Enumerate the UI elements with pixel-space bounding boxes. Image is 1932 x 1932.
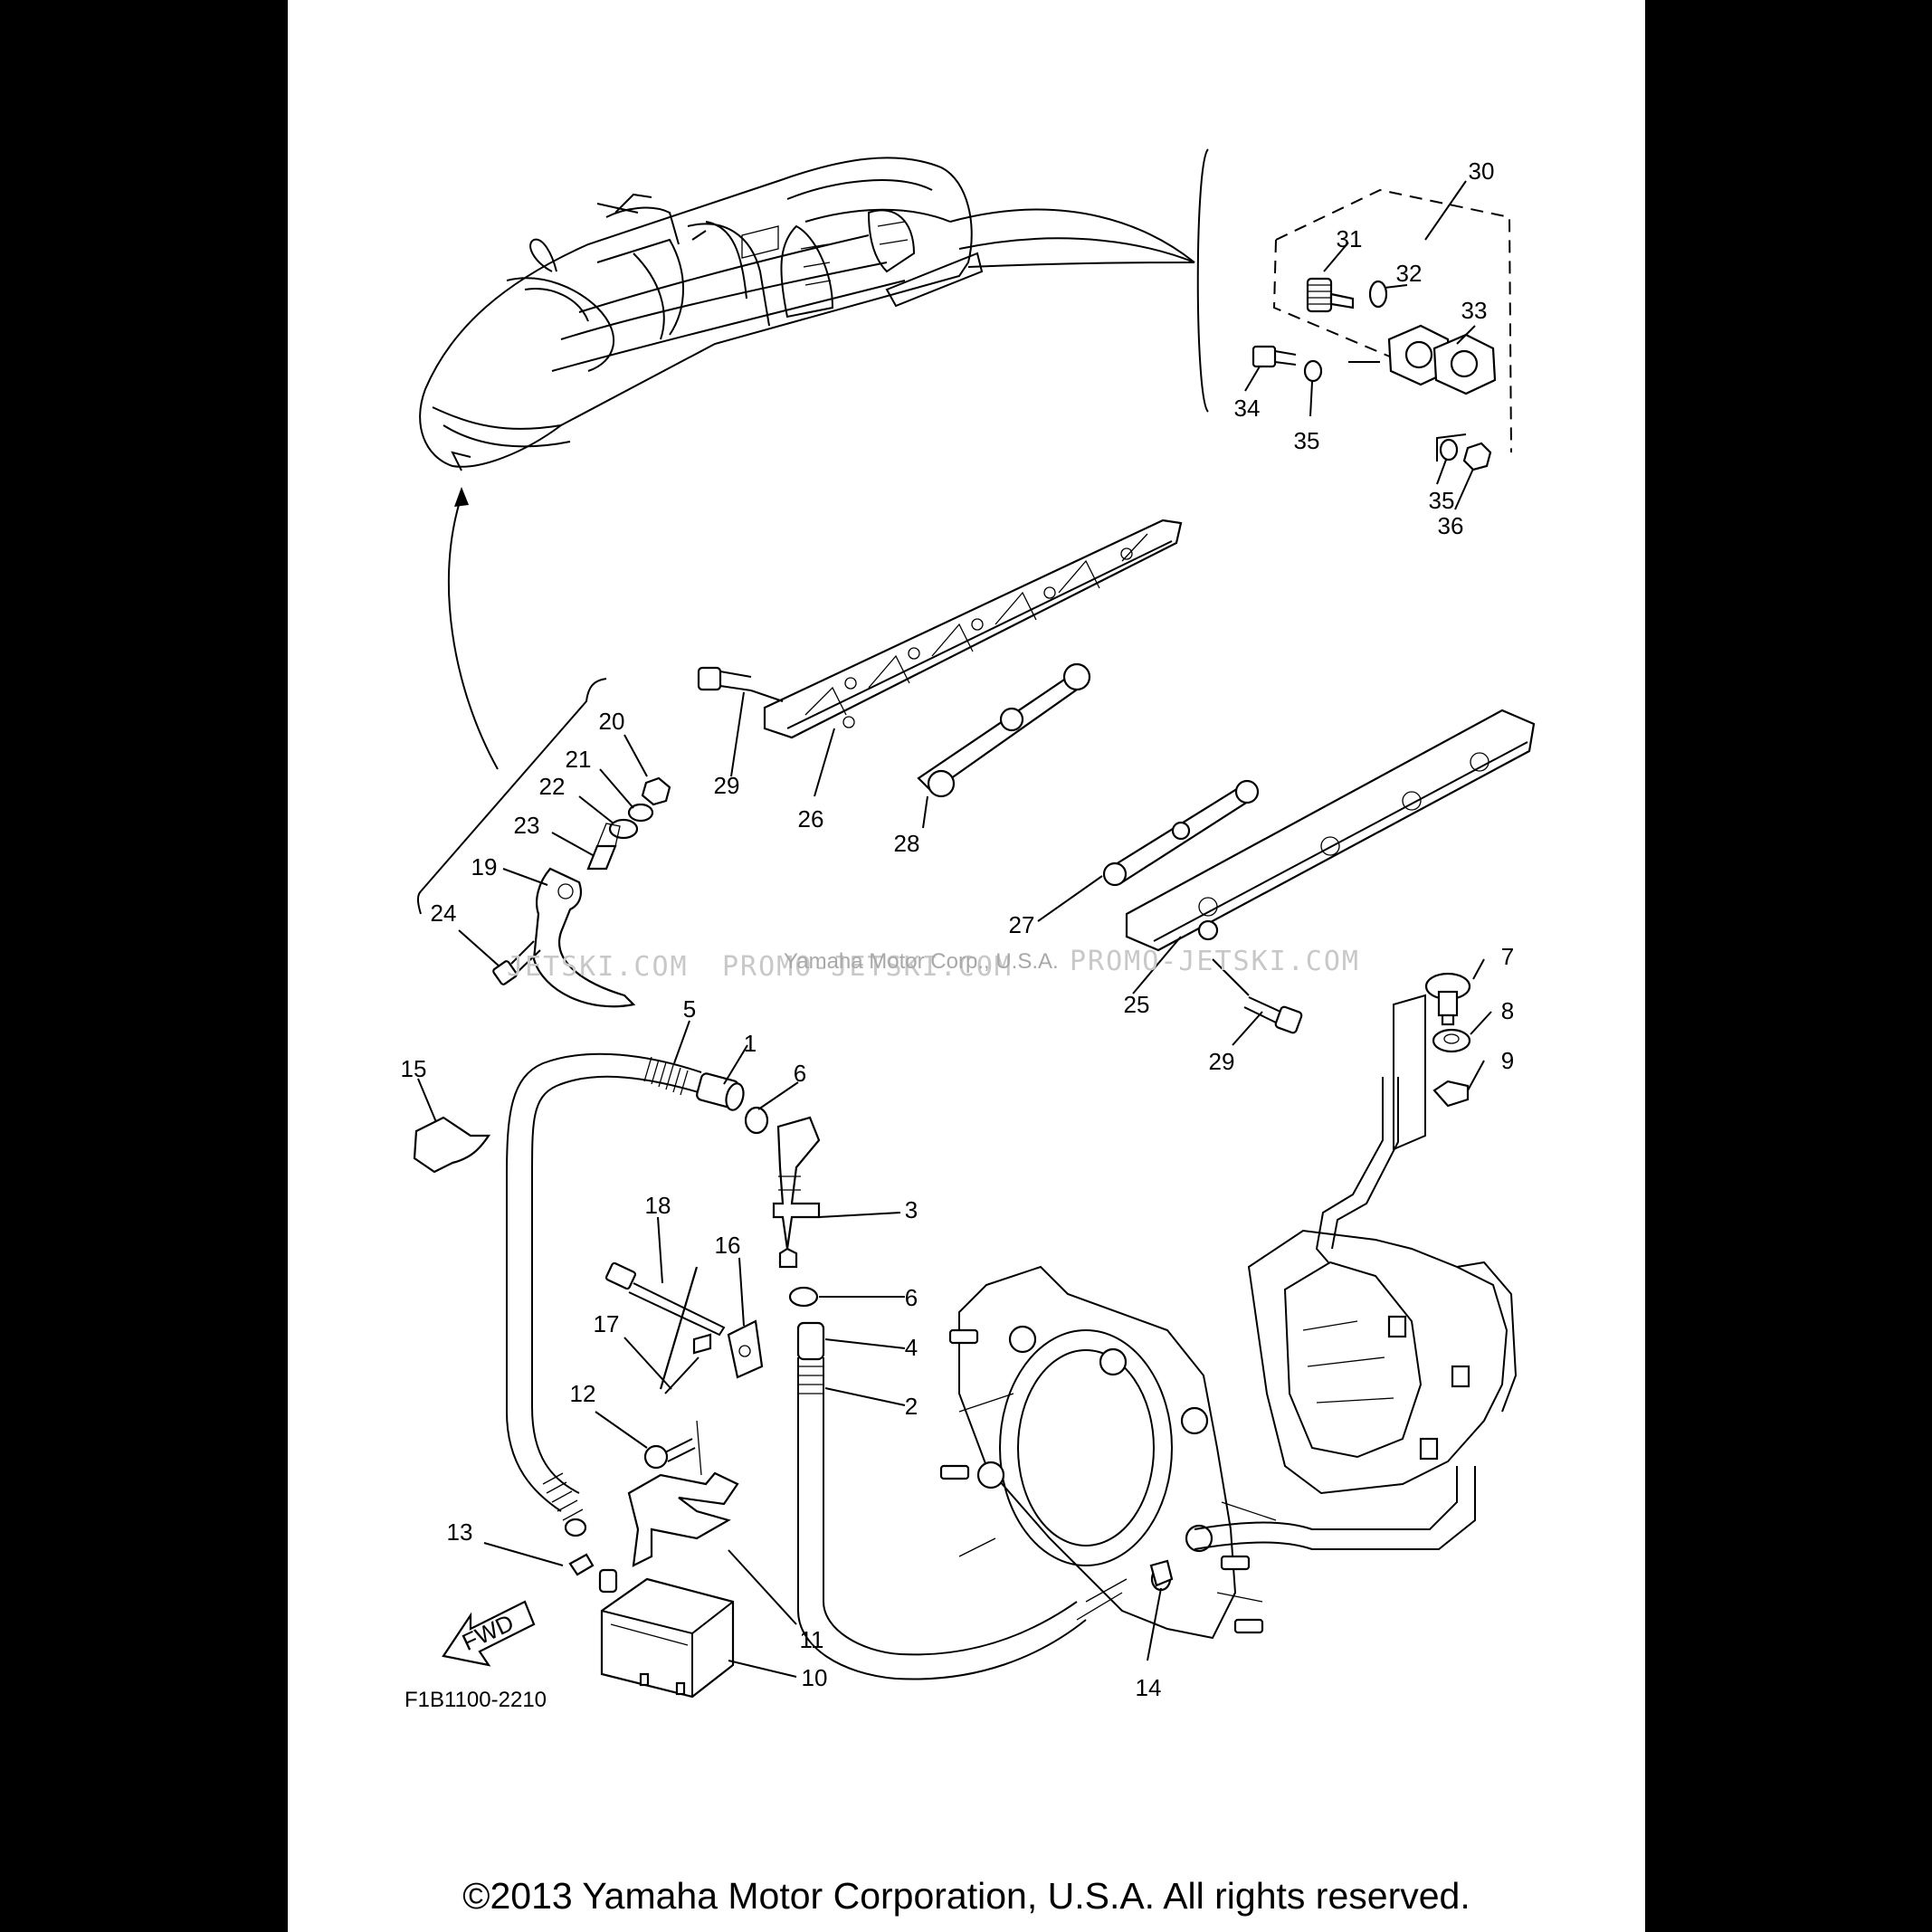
- callout-24: 24: [431, 899, 457, 927]
- callout-35a: 35: [1294, 427, 1320, 454]
- callout-13: 13: [447, 1518, 473, 1546]
- drain-plug-7: [1424, 972, 1471, 1026]
- callout-22: 22: [539, 773, 566, 800]
- diagram-code: F1B1100-2210: [404, 1688, 547, 1712]
- callout-2: 2: [905, 1393, 918, 1420]
- callout-35b: 35: [1429, 487, 1455, 514]
- bolt-34: [1252, 345, 1297, 368]
- callout-26: 26: [798, 805, 824, 833]
- cable-tie-18: [604, 1261, 726, 1337]
- holder-16: [727, 1319, 764, 1379]
- leader-lines: [417, 180, 1492, 1678]
- rivet-17: [659, 1266, 712, 1394]
- callout-5: 5: [683, 995, 696, 1023]
- watermark-site-mid: PROMO-JETSKI.COM: [722, 951, 1013, 983]
- callout-32: 32: [1396, 260, 1423, 287]
- clamp-13: [568, 1553, 595, 1576]
- callout-17: 17: [594, 1310, 620, 1337]
- tow-hook-bracket-19: [420, 678, 636, 1008]
- bracket-11: [627, 1420, 739, 1567]
- callout-15: 15: [401, 1055, 427, 1082]
- watermarks: JETSKI.COM PROMO-JETSKI.COM PROMO-JETSKI…: [507, 946, 1360, 983]
- watermark-owner: Yamaha Motor Corp., U.S.A.: [784, 949, 1059, 974]
- washer-21: [627, 803, 654, 823]
- watermark-site-right: PROMO-JETSKI.COM: [1070, 946, 1360, 977]
- inset-bracket-30: [1196, 148, 1512, 462]
- callout-18: 18: [645, 1192, 671, 1219]
- watermark-site-left: JETSKI.COM: [507, 951, 689, 983]
- nut-36: [1462, 442, 1492, 471]
- callout-33: 33: [1461, 297, 1488, 324]
- callout-11: 11: [800, 1626, 824, 1653]
- nut-20: [641, 776, 671, 806]
- washer-35a: [1303, 359, 1323, 383]
- o-ring-32: [1368, 280, 1388, 309]
- callout-1: 1: [744, 1030, 757, 1057]
- clip-15: [413, 1116, 491, 1174]
- callout-6a: 6: [794, 1060, 806, 1087]
- callout-labels: 30 31 32 33 34 35 35 36 20 21 22 23 19 2…: [401, 157, 1515, 1701]
- nut-9: [1432, 1080, 1470, 1108]
- callout-19: 19: [471, 853, 498, 880]
- callout-16: 16: [715, 1232, 741, 1259]
- callout-14: 14: [1136, 1674, 1162, 1701]
- callout-7: 7: [1501, 943, 1514, 970]
- callout-8: 8: [1501, 997, 1514, 1024]
- callout-23: 23: [514, 812, 540, 839]
- callout-28: 28: [894, 830, 920, 857]
- sponson-plate-25: [1125, 709, 1536, 952]
- callout-27: 27: [1009, 911, 1035, 938]
- callout-30: 30: [1469, 157, 1495, 185]
- callout-12: 12: [570, 1380, 596, 1407]
- clamp-14: [1149, 1559, 1174, 1587]
- seal-8: [1432, 1028, 1471, 1053]
- bracket-28: [917, 662, 1091, 798]
- jet-pump-housing: [1247, 1229, 1518, 1495]
- tow-bracket-edge: [417, 890, 422, 915]
- copyright-notice: ©2013 Yamaha Motor Corporation, U.S.A. A…: [462, 1875, 1470, 1917]
- callout-36: 36: [1438, 512, 1464, 539]
- callout-4: 4: [905, 1334, 918, 1361]
- callout-10: 10: [802, 1664, 828, 1691]
- check-valve-3: [772, 1116, 821, 1269]
- callout-29b: 29: [1209, 1048, 1235, 1075]
- callout-20: 20: [599, 708, 625, 735]
- spout-part-31: [1306, 277, 1355, 313]
- intake-grate: [939, 1265, 1476, 1640]
- sponson-plate-26: [763, 519, 1183, 739]
- clamp-6a: [744, 1106, 769, 1135]
- clamp-6b: [788, 1286, 819, 1308]
- water-box-10: [598, 1568, 735, 1699]
- screw-12: [643, 1438, 696, 1470]
- bolt-23: [586, 823, 621, 871]
- callout-3: 3: [905, 1196, 918, 1223]
- gasket-plate-33: [1387, 324, 1497, 395]
- fwd-label: FWD: [458, 1609, 518, 1656]
- washer-35b: [1439, 438, 1459, 462]
- bolt-24: [492, 940, 541, 985]
- callout-6b: 6: [905, 1284, 918, 1311]
- watercraft-illustration: [419, 157, 1195, 770]
- callout-34: 34: [1234, 395, 1261, 422]
- drain-pipe: [1315, 994, 1426, 1263]
- hose-5: [506, 1052, 709, 1537]
- callout-29a: 29: [714, 772, 740, 799]
- bolt-29a: [697, 666, 784, 702]
- callout-9: 9: [1501, 1047, 1514, 1074]
- callout-25: 25: [1124, 991, 1150, 1018]
- callout-31: 31: [1337, 225, 1363, 252]
- fwd-arrow: FWD: [442, 1600, 536, 1667]
- connector-1: [696, 1072, 745, 1111]
- bracket-27: [1102, 779, 1260, 887]
- washer-22: [608, 818, 639, 840]
- callout-21: 21: [566, 746, 592, 773]
- hose-4-2: [796, 1321, 1172, 1680]
